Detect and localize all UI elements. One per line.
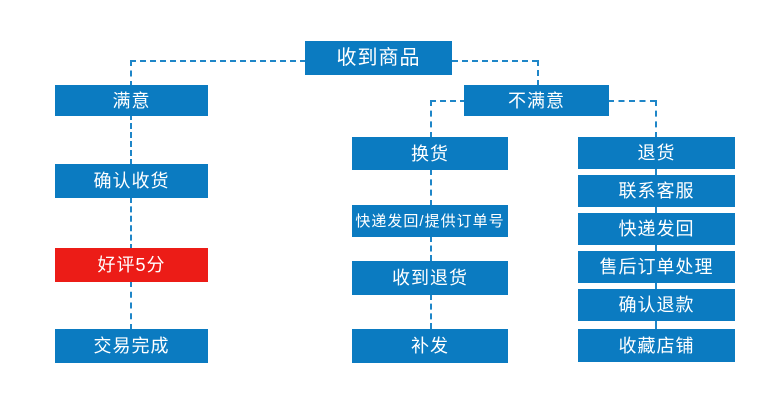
node-label: 快递发回 <box>618 219 695 239</box>
node-label: 快递发回/提供订单号 <box>355 212 505 230</box>
connector-dissatisfied-right-drop <box>655 100 657 138</box>
node-label: 不满意 <box>508 90 565 111</box>
connector-return-3 <box>655 245 657 253</box>
connector-exchange-1 <box>430 169 432 206</box>
node-satisfied[interactable]: 满意 <box>55 85 208 116</box>
node-contact-support[interactable]: 联系客服 <box>578 175 735 207</box>
connector-return-4 <box>655 283 657 291</box>
connector-satisfied-3 <box>130 281 132 330</box>
connector-exchange-2 <box>430 236 432 261</box>
node-label: 好评5分 <box>97 255 166 275</box>
node-confirm-refund[interactable]: 确认退款 <box>578 289 735 321</box>
node-label: 退货 <box>637 143 676 163</box>
connector-root-to-left <box>130 60 306 62</box>
connector-satisfied-1 <box>130 114 132 165</box>
node-label: 收藏店铺 <box>618 335 695 356</box>
node-return-received[interactable]: 收到退货 <box>352 261 508 295</box>
node-label: 补发 <box>411 336 449 356</box>
node-label: 交易完成 <box>93 336 170 356</box>
node-exchange[interactable]: 换货 <box>352 137 508 170</box>
connector-return-1 <box>655 169 657 177</box>
node-confirm-receipt[interactable]: 确认收货 <box>55 164 208 198</box>
node-label: 确认退款 <box>618 295 695 315</box>
node-root-received-goods[interactable]: 收到商品 <box>305 41 452 75</box>
node-transaction-complete[interactable]: 交易完成 <box>55 329 208 363</box>
connector-dissatisfied-right-rail <box>608 100 656 102</box>
connector-return-2 <box>655 207 657 215</box>
node-favorite-shop[interactable]: 收藏店铺 <box>578 329 735 362</box>
connector-dissatisfied-left-drop <box>430 100 432 138</box>
node-label: 确认收货 <box>93 171 170 191</box>
node-dissatisfied[interactable]: 不满意 <box>464 85 609 116</box>
node-ship-back[interactable]: 快递发回 <box>578 213 735 245</box>
node-label: 换货 <box>411 143 449 164</box>
node-label: 收到商品 <box>336 47 421 69</box>
node-five-star-review[interactable]: 好评5分 <box>55 248 208 282</box>
node-label: 联系客服 <box>618 181 695 201</box>
node-ship-back-provide-order-no[interactable]: 快递发回/提供订单号 <box>352 205 508 237</box>
node-after-sales-processing[interactable]: 售后订单处理 <box>578 251 735 283</box>
node-label: 满意 <box>112 90 151 111</box>
connector-dissatisfied-left-rail <box>430 100 466 102</box>
connector-left-drop <box>130 60 132 87</box>
connector-root-to-right <box>452 60 538 62</box>
connector-right-drop <box>537 60 539 86</box>
connector-return-5 <box>655 321 657 329</box>
node-return-goods[interactable]: 退货 <box>578 137 735 169</box>
connector-satisfied-2 <box>130 197 132 250</box>
connector-exchange-3 <box>430 294 432 329</box>
node-label: 收到退货 <box>392 268 468 288</box>
node-label: 售后订单处理 <box>599 257 714 277</box>
node-reship[interactable]: 补发 <box>352 329 508 363</box>
